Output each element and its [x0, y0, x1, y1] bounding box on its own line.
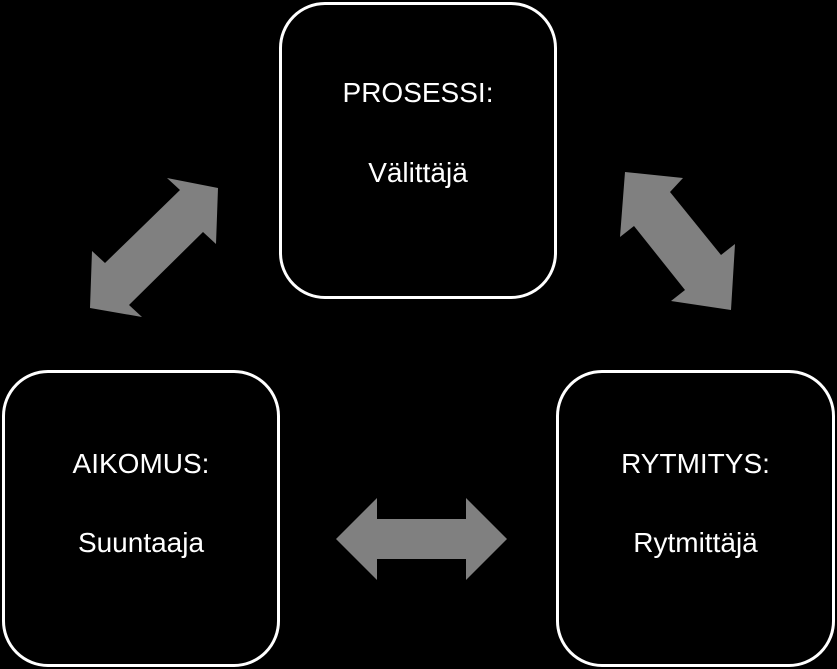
node-aikomus: AIKOMUS: Suuntaaja	[2, 370, 280, 667]
node-rytmitys-title: RYTMITYS:	[621, 448, 770, 479]
arrow-aikomus-rytmitys	[336, 498, 507, 580]
node-aikomus-role: Suuntaaja	[77, 527, 205, 558]
node-prosessi-role: Välittäjä	[368, 157, 468, 188]
node-prosessi-title: PROSESSI:	[342, 77, 494, 108]
arrow-aikomus-prosessi	[90, 178, 218, 317]
node-rytmitys-role: Rytmittäjä	[633, 527, 758, 558]
arrow-prosessi-rytmitys	[620, 172, 735, 310]
node-aikomus-title: AIKOMUS:	[72, 448, 210, 479]
node-rytmitys: RYTMITYS: Rytmittäjä	[556, 370, 835, 667]
node-prosessi: PROSESSI: Välittäjä	[279, 2, 557, 299]
